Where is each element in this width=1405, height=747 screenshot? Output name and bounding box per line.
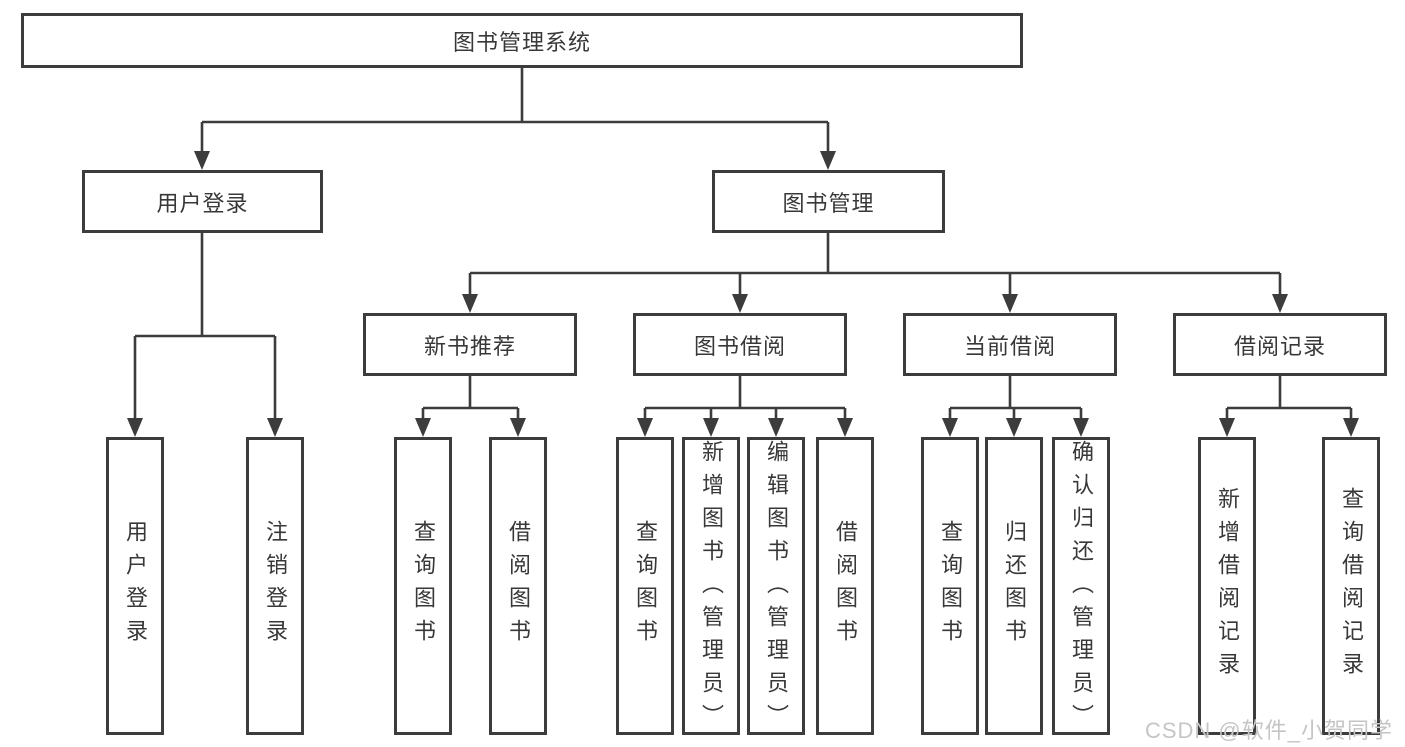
node-current-borrowing: 当前借阅 bbox=[903, 313, 1117, 376]
node-library-system: 图书管理系统 bbox=[21, 13, 1023, 68]
leaf-add-borrow-record: 新增借阅记录 bbox=[1198, 437, 1256, 735]
leaf-add-book-admin: 新增图书（管理员） bbox=[682, 437, 740, 737]
node-book-management: 图书管理 bbox=[712, 170, 945, 233]
leaf-borrow-books-recommend: 借阅图书 bbox=[489, 437, 547, 735]
leaf-edit-book-admin: 编辑图书（管理员） bbox=[747, 437, 805, 737]
arrowheads bbox=[127, 151, 1359, 437]
node-borrowing-records: 借阅记录 bbox=[1173, 313, 1387, 376]
leaf-query-borrow-record: 查询借阅记录 bbox=[1322, 437, 1380, 735]
node-book-borrowing: 图书借阅 bbox=[633, 313, 847, 376]
leaf-query-books-current: 查询图书 bbox=[921, 437, 979, 735]
node-user-login: 用户登录 bbox=[82, 170, 323, 233]
leaf-confirm-return-admin: 确认归还（管理员） bbox=[1052, 437, 1110, 737]
leaf-return-book: 归还图书 bbox=[985, 437, 1043, 735]
leaf-query-books-recommend: 查询图书 bbox=[394, 437, 452, 735]
leaf-borrow-book-borrowing: 借阅图书 bbox=[816, 437, 874, 735]
node-new-book-recommend: 新书推荐 bbox=[363, 313, 577, 376]
leaf-user-login: 用户登录 bbox=[106, 437, 164, 735]
leaf-query-books-borrowing: 查询图书 bbox=[616, 437, 674, 735]
csdn-watermark: CSDN @软件_小贺同学 bbox=[1144, 718, 1393, 743]
leaf-logout: 注销登录 bbox=[246, 437, 304, 735]
